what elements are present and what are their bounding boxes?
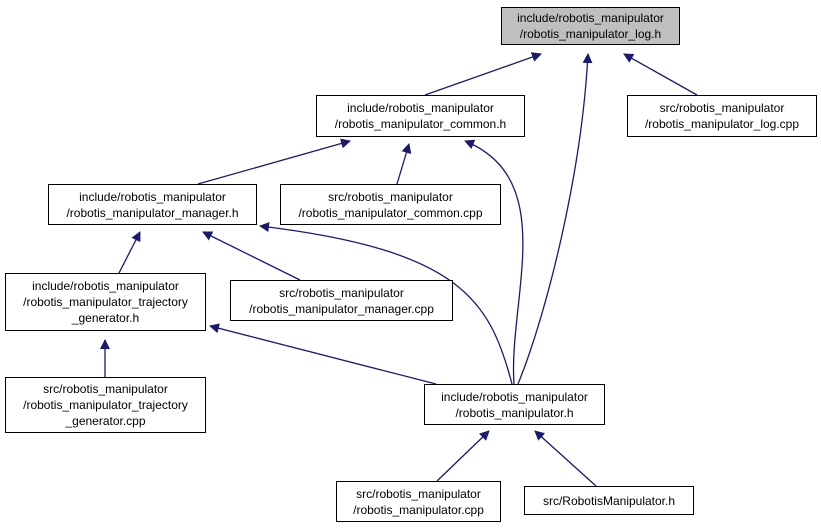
node-label-line: src/robotis_manipulator — [328, 189, 453, 204]
edge-traj_h-to-manager_h — [118, 231, 141, 274]
node-label-line: /robotis_manipulator_trajectory — [23, 295, 188, 309]
node-robotis-manipulator-h[interactable]: include/robotis_manipulator/robotis_mani… — [424, 384, 605, 425]
node-robotis-manipulator-cpp[interactable]: src/robotis_manipulator/robotis_manipula… — [336, 481, 501, 522]
node-label-line: src/robotis_manipulator — [659, 101, 785, 115]
edge-manip_h-to-log_h — [517, 53, 593, 385]
edge-log_cpp-to-log_h — [623, 53, 698, 96]
node-robotis-manipulator-common-h[interactable]: include/robotis_manipulator/robotis_mani… — [316, 95, 525, 137]
node-label-line: /robotis_manipulator_common.cpp — [298, 205, 483, 220]
node-label-line: include/robotis_manipulator — [79, 189, 226, 204]
node-label-line: include/robotis_manipulator — [441, 389, 588, 404]
edge-manip_cpp-to-manip_h — [436, 430, 490, 482]
node-label-line: /robotis_manipulator_manager.cpp — [249, 301, 434, 316]
node-label-line: _generator.cpp — [65, 414, 146, 428]
node-robotis-manipulator-manager-h[interactable]: include/robotis_manipulator/robotis_mani… — [48, 184, 257, 225]
node-robotis-manipulator-log-h: include/robotis_manipulator/robotis_mani… — [501, 7, 680, 45]
node-robotis-manipulator-common-cpp[interactable]: src/robotis_manipulator/robotis_manipula… — [280, 184, 501, 225]
node-label-line: include/robotis_manipulator — [32, 279, 179, 293]
node-label-line: /robotis_manipulator.cpp — [353, 502, 484, 517]
edge-common_cpp-to-common_h — [396, 143, 412, 185]
edge-robotis_h-to-manip_h — [534, 430, 597, 487]
node-robotis-manipulator-log-cpp[interactable]: src/robotis_manipulator/robotis_manipula… — [627, 95, 817, 137]
node-label-line: /robotis_manipulator_log.cpp — [644, 117, 800, 131]
node-label-line: /robotis_manipulator_manager.h — [66, 205, 239, 220]
edge-manip_h-to-common_h — [464, 139, 524, 385]
node-label-line: src/RobotisManipulator.h — [542, 493, 676, 508]
node-label-line: include/robotis_manipulator — [517, 11, 664, 25]
node-label-line: src/robotis_manipulator — [43, 382, 168, 396]
node-robotis-manipulator-src-h[interactable]: src/RobotisManipulator.h — [524, 486, 694, 515]
edge-manip_h-to-traj_h — [209, 323, 437, 385]
node-label-line: /robotis_manipulator.h — [455, 405, 574, 420]
node-label-line: src/robotis_manipulator — [279, 285, 404, 300]
node-label-line: /robotis_manipulator_log.h — [519, 27, 662, 41]
node-label-line: include/robotis_manipulator — [347, 101, 494, 115]
edge-manager_cpp-to-manager_h — [202, 231, 301, 281]
node-label-line: src/robotis_manipulator — [356, 486, 481, 501]
node-robotis-manipulator-trajectory-generator-cpp[interactable]: src/robotis_manipulator/robotis_manipula… — [5, 377, 206, 433]
node-label-line: _generator.h — [71, 311, 140, 325]
edge-common_h-to-log_h — [424, 52, 542, 96]
node-robotis-manipulator-manager-cpp[interactable]: src/robotis_manipulator/robotis_manipula… — [230, 280, 453, 321]
edge-manager_h-to-common_h — [197, 138, 351, 185]
node-label-line: /robotis_manipulator_trajectory — [23, 398, 188, 412]
node-robotis-manipulator-trajectory-generator-h[interactable]: include/robotis_manipulator/robotis_mani… — [5, 273, 206, 331]
node-label-line: /robotis_manipulator_common.h — [334, 117, 507, 131]
